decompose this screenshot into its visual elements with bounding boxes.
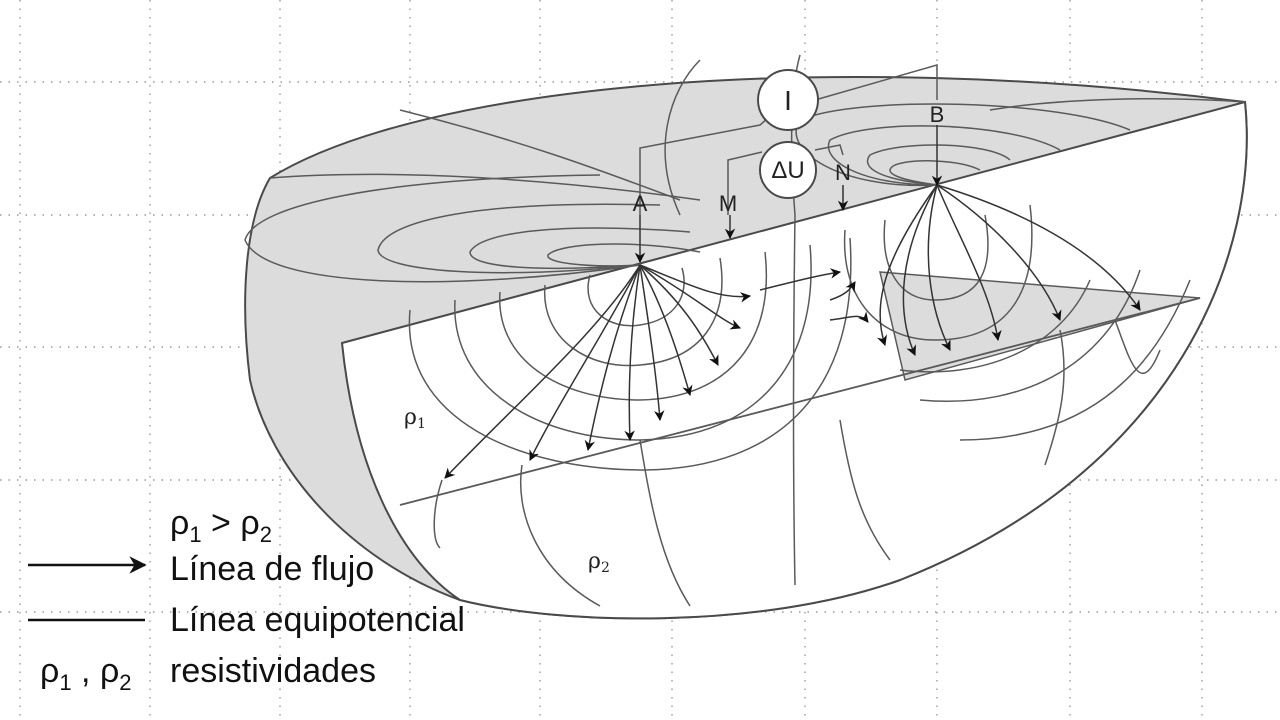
voltmeter-label: ΔU [771,157,804,184]
electrode-b-label: B [930,102,945,127]
voltmeter [759,141,817,199]
electrode-a-label: A [633,191,648,216]
electrode-wiring [634,64,943,264]
legend-equipotential-line-label: Línea equipotencial [170,601,465,639]
current-source [757,69,819,131]
lower-layer-strip [879,271,1201,381]
lower-layer-lines [433,214,891,607]
legend-relation: ρ1 > ρ2 [170,504,272,547]
electrode-n-label: N [835,160,851,185]
legend-symbols: ρ1 , ρ2 [40,652,132,695]
upper-layer-label: ρ1 [404,405,426,432]
electrode-m-label: M [719,191,737,216]
layer-boundary [399,297,1201,506]
legend-resistivities: resistividades [170,652,376,690]
flow-lines [444,184,1141,479]
current-source-label: I [784,85,792,116]
legend-flow-line: Línea de flujo [170,550,375,588]
lower-layer-label: ρ2 [588,549,610,576]
surface-equipotentials [244,54,1246,283]
